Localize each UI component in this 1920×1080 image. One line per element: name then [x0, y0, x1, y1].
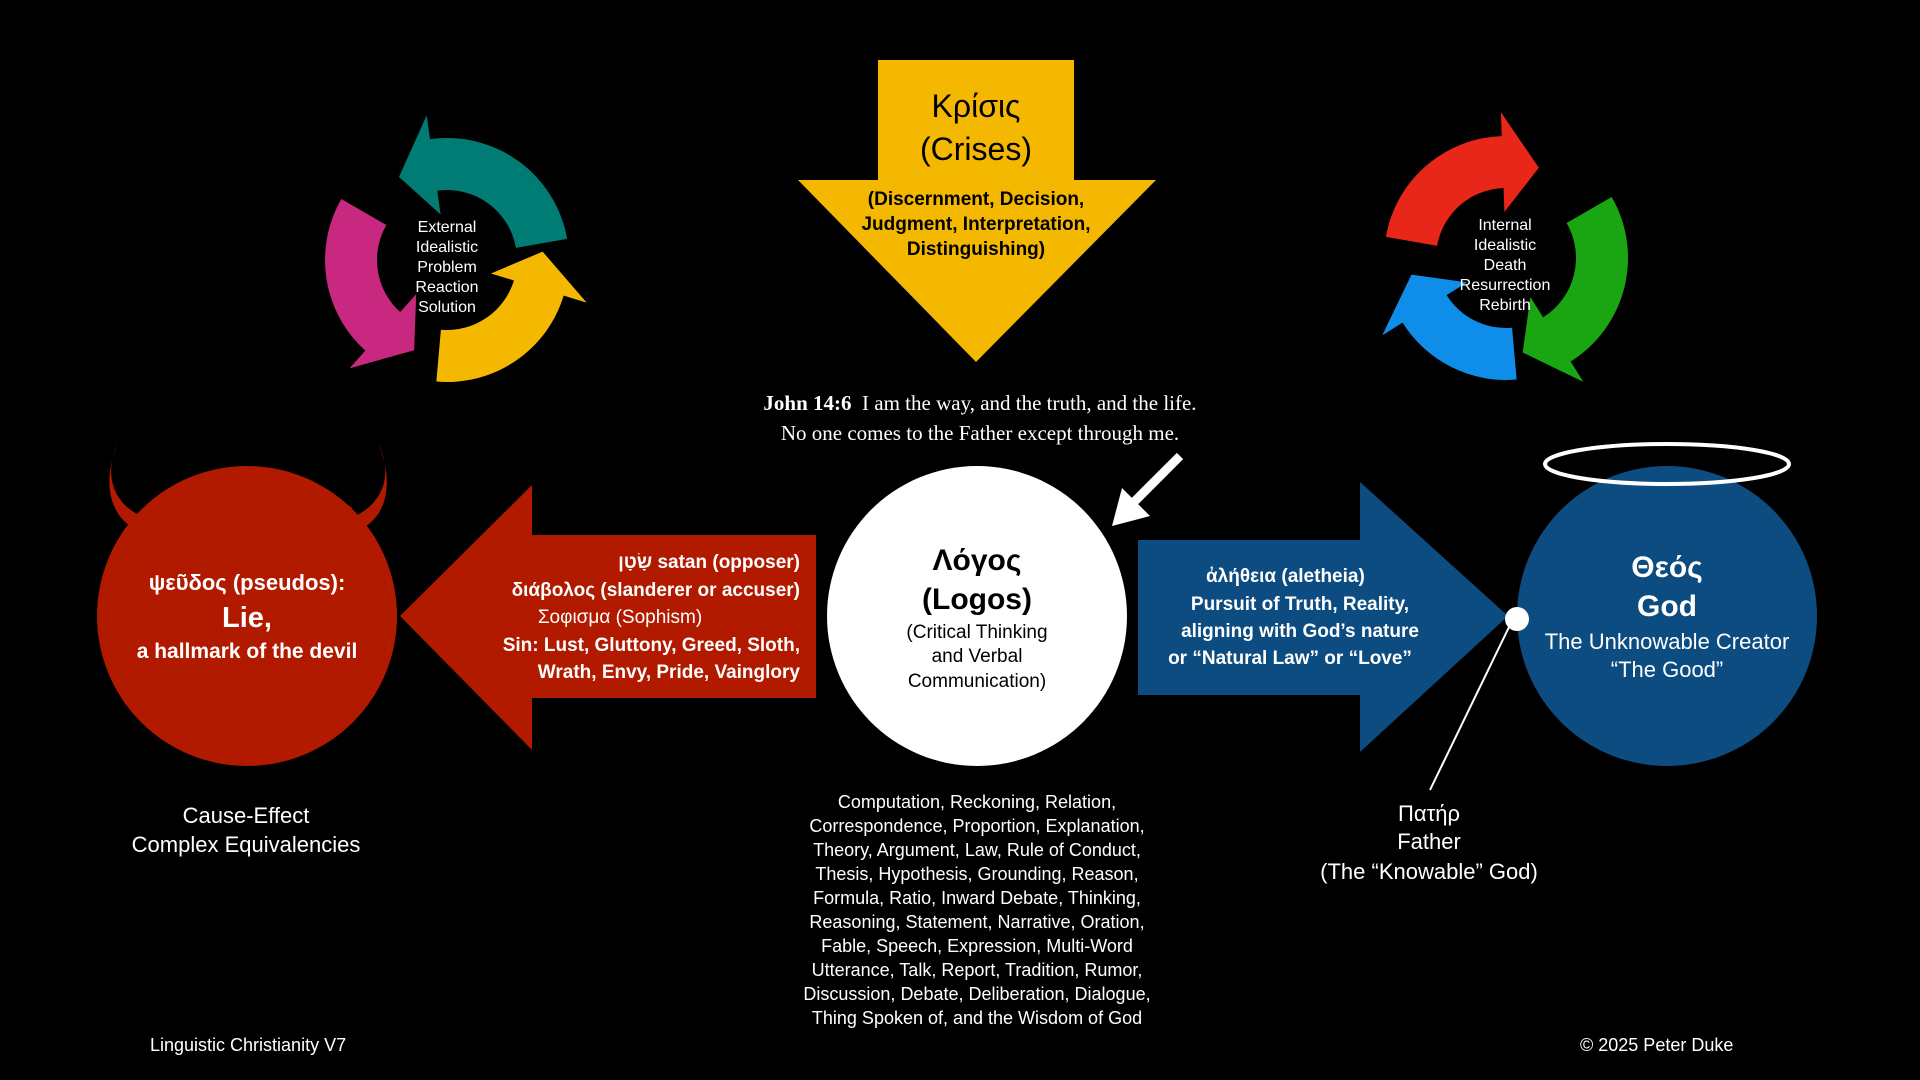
right-cycle-line-2: Idealistic: [1473, 237, 1537, 254]
footer-title: Linguistic Christianity V7: [150, 1035, 347, 1055]
left-cycle: [325, 115, 587, 383]
left-cycle-arrow-2: [325, 199, 417, 369]
right-cycle-line-5: Rebirth: [1479, 297, 1531, 314]
left-arrow-line-3: Σοφισμα (Sophism): [537, 607, 703, 628]
god-line-2: “The Good”: [1610, 657, 1724, 682]
devil-line-3: a hallmark of the devil: [136, 640, 358, 663]
logos-meaning-line: Fable, Speech, Expression, Multi-Word: [821, 936, 1133, 956]
right-cycle-arrow-1: [1385, 112, 1539, 246]
right-cycle-arrow-2: [1522, 197, 1629, 382]
father-english: Father: [1397, 829, 1461, 854]
logos-greek: Λόγος: [932, 544, 1022, 577]
god-english: God: [1637, 590, 1697, 623]
scripture-text-1: I am the way, and the truth, and the lif…: [862, 391, 1197, 415]
scripture-line-1: John 14:6 I am the way, and the truth, a…: [640, 391, 1320, 416]
left-arrow-line-1: שָׂטָן satan (opposer): [618, 552, 800, 573]
father-pointer-line: [1429, 624, 1511, 791]
right-cycle-line-3: Death: [1483, 257, 1527, 274]
father-pointer-dot: [1505, 607, 1529, 631]
god-greek: Θεός: [1631, 551, 1703, 584]
crisis-desc-1: (Discernment, Decision,: [867, 189, 1085, 210]
logos-meaning-line: Formula, Ratio, Inward Debate, Thinking,: [813, 888, 1141, 908]
halo: [1543, 442, 1791, 486]
logos-meaning-line: Utterance, Talk, Report, Tradition, Rumo…: [811, 960, 1143, 980]
logos-desc-1: (Critical Thinking: [906, 622, 1048, 643]
left-cycle-arrow-1: [399, 115, 568, 248]
god-circle: [1517, 466, 1817, 766]
scripture-pointer-arrow: [1112, 452, 1184, 526]
right-cycle-line-1: Internal: [1478, 217, 1532, 234]
logos-meaning-line: Theory, Argument, Law, Rule of Conduct,: [813, 840, 1141, 860]
right-arrow: [1138, 482, 1508, 752]
logos-meaning-line: Thesis, Hypothesis, Grounding, Reason,: [815, 864, 1139, 884]
right-cycle: [1382, 112, 1629, 382]
god-line-1: The Unknowable Creator: [1544, 629, 1790, 654]
logos-meaning-line: Discussion, Debate, Deliberation, Dialog…: [803, 984, 1151, 1004]
scripture-reference: John 14:6: [763, 391, 852, 415]
logos-meaning-line: Reasoning, Statement, Narrative, Oration…: [809, 912, 1145, 932]
crisis-greek: Κρίσις: [931, 88, 1021, 124]
logos-desc-3: Communication): [907, 671, 1047, 692]
right-cycle-arrow-3: [1382, 274, 1517, 380]
devil-head: [97, 466, 397, 766]
left-cycle-arrow-3: [436, 251, 587, 383]
logos-meaning-line: Computation, Reckoning, Relation,: [837, 792, 1117, 812]
devil-figure: [97, 443, 397, 766]
left-cycle-line-1: External: [417, 219, 477, 236]
left-arrow-line-2: διάβολος (slanderer or accuser): [511, 580, 800, 601]
right-cycle-line-4: Resurrection: [1459, 277, 1551, 294]
logos-english: (Logos): [922, 583, 1032, 616]
logos-circle: [827, 466, 1127, 766]
footer-copyright: © 2025 Peter Duke: [1580, 1035, 1734, 1055]
left-cycle-line-5: Solution: [418, 299, 476, 316]
left-arrow: [400, 485, 816, 750]
right-arrow-line-4: or “Natural Law” or “Love”: [1168, 648, 1412, 669]
left-arrow-line-5: Wrath, Envy, Pride, Vainglory: [537, 662, 800, 683]
right-arrow-line-3: aligning with God’s nature: [1181, 621, 1419, 642]
crisis-down-arrow: [798, 60, 1156, 362]
logos-meaning-line: Correspondence, Proportion, Explanation,: [809, 816, 1145, 836]
father-greek: Πατήρ: [1397, 801, 1461, 826]
cause-effect-line-1: Cause-Effect: [182, 803, 310, 828]
logos-meaning-line: Thing Spoken of, and the Wisdom of God: [811, 1008, 1143, 1028]
crisis-english: (Crises): [920, 131, 1032, 167]
crisis-desc-2: Judgment, Interpretation,: [861, 214, 1091, 235]
devil-line-2: Lie,: [222, 602, 272, 634]
right-arrow-line-1: ἀλήθεια (aletheia): [1206, 566, 1365, 587]
right-arrow-line-2: Pursuit of Truth, Reality,: [1190, 594, 1410, 615]
logos-meanings-list: Computation, Reckoning, Relation, Corresp…: [727, 790, 1227, 1030]
left-cycle-line-4: Reaction: [415, 279, 479, 296]
devil-line-1: ψεῦδος (pseudos):: [148, 570, 346, 595]
logos-desc-2: and Verbal: [931, 646, 1023, 667]
father-knowable: (The “Knowable” God): [1320, 859, 1538, 884]
left-cycle-line-2: Idealistic: [415, 239, 479, 256]
cause-effect-line-2: Complex Equivalencies: [131, 832, 361, 857]
crisis-desc-3: Distinguishing): [906, 239, 1046, 260]
scripture-line-2: No one comes to the Father except throug…: [780, 421, 1180, 445]
left-cycle-line-3: Problem: [417, 259, 477, 276]
left-arrow-line-4: Sin: Lust, Gluttony, Greed, Sloth,: [502, 635, 800, 656]
